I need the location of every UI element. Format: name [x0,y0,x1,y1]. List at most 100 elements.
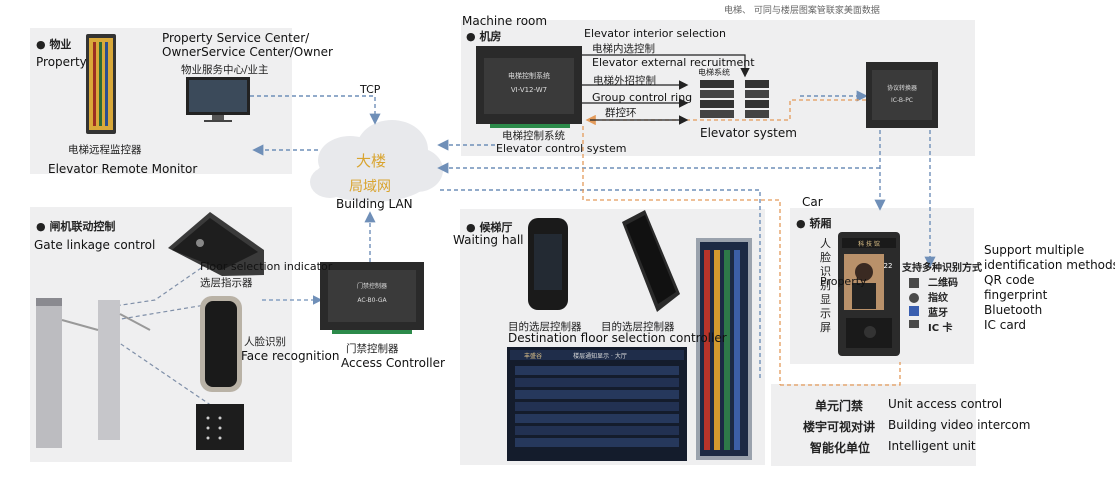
desktop-monitor-device [186,77,250,122]
face-recognition-en: Face recognition [241,349,340,363]
car-face-display-device: 科 技 馆 22 [838,232,900,356]
control-system-cn: 电梯控制系统 [502,130,565,142]
method-fingerprint-cn: 指纹 [928,293,948,304]
ic-card-icon [909,320,919,328]
car-section-title: ● 轿厢 [796,217,832,230]
method-fingerprint-en: fingerprint [984,288,1048,302]
access-controller-device: 门禁控制器 AC-B0-GA [320,262,424,334]
method-ic-card-cn: IC 卡 [928,323,953,334]
floor-selection-indicator-device [168,212,264,276]
group-control-en: Group control ring [592,91,693,104]
machine-room-section-cn: 机房 [479,30,502,43]
tcp-label: TCP [360,83,381,96]
controller-device-label-1: 电梯控制系统 [508,71,550,80]
car-panel-floor: 22 [884,262,893,270]
method-ic-card-en: IC card [984,318,1027,332]
face-display-char: 别 [820,279,831,292]
machine-room-section-title: ● 机房 [466,30,502,43]
external-recruitment-cn: 电梯外招控制 [593,75,656,87]
method-qr-en: QR code [984,273,1035,287]
property-section-cn: 物业 [49,38,72,51]
fingerprint-icon [909,293,919,303]
service-center-en-1: Property Service Center/ [162,31,310,45]
service-center-en-2: OwnerService Center/Owner [162,45,333,59]
external-recruitment-en: Elevator external recruitment [592,56,755,69]
hall-section-en: Waiting hall [453,233,524,247]
face-display-char: 识 [820,265,831,278]
building-lan-cloud [310,120,443,202]
destination-controller-en: Destination floor selection controller [508,331,727,345]
floor-indicator-cn: 选层指示器 [200,277,253,289]
intelligent-unit-en: Intelligent unit [888,439,976,453]
gate-section-cn: 闸机联动控制 [49,220,116,233]
keypad-device [196,404,244,450]
screen-title: 楼层通知显示 · 大厅 [573,352,627,360]
video-intercom-en: Building video intercom [888,418,1031,432]
face-display-char: 屏 [820,321,831,334]
protocol-converter-device: 协议转换器 IC-B-PC [866,62,938,128]
car-panel-brand: 科 技 馆 [858,240,880,248]
access-device-label-2: AC-B0-GA [357,297,387,304]
turnstile-device [36,298,151,448]
gate-section-en: Gate linkage control [34,238,156,252]
elevator-control-system-device: 电梯控制系统 VI-V12-W7 [476,46,582,128]
method-bluetooth-en: Bluetooth [984,303,1043,317]
car-property-en: Property [820,275,867,288]
face-display-char: 示 [820,307,831,320]
lan-en: Building LAN [336,197,413,211]
gate-section-title: ● 闸机联动控制 [36,220,116,233]
face-display-char: 脸 [820,251,831,264]
face-recognition-cn: 人脸识别 [244,336,286,348]
bluetooth-icon [909,306,919,316]
car-section-cn: 轿厢 [809,217,832,230]
access-device-label-1: 门禁控制器 [357,282,387,290]
method-bluetooth-cn: 蓝牙 [928,308,948,319]
keypad-floor-controller-device [528,218,568,310]
elevator-system-cn: 电梯系统 [698,68,730,77]
destination-controller-cn-2: 目的选层控制器 [601,321,675,333]
controller-device-label-2: VI-V12-W7 [511,86,547,94]
top-note: 电梯、 可同与楼层图案管联家美面数据 [724,6,880,16]
service-center-cn: 物业服务中心/业主 [181,64,269,76]
hall-tall-display-device [696,238,752,460]
elevator-system-en: Elevator system [700,126,797,140]
interior-selection-en: Elevator interior selection [584,27,726,40]
lan-cn-1: 大楼 [356,152,387,170]
hall-wide-screen-device: 丰盛谷 楼层通知显示 · 大厅 [507,347,687,461]
tablet-floor-controller-device [622,210,680,312]
qr-code-icon [909,278,919,288]
face-recognition-device [200,296,242,392]
group-control-cn: 群控环 [605,107,637,119]
property-section-title-cn: ● 物业 [36,38,72,51]
destination-controller-cn-1: 目的选层控制器 [508,321,582,333]
lan-cn-2: 局域网 [349,179,391,195]
video-intercom-cn: 楼宇可视对讲 [803,420,876,434]
intelligent-unit-cn: 智能化单位 [810,441,871,455]
face-display-cn: 人 脸 识 别 显 示 屏 [820,237,832,335]
access-controller-en: Access Controller [341,356,445,370]
control-system-en: Elevator control system [496,142,627,155]
converter-label-1: 协议转换器 [887,84,917,92]
converter-label-2: IC-B-PC [891,97,913,104]
hall-section-title: ● 候梯厅 [466,221,513,234]
multi-method-en-1: Support multiple [984,243,1085,257]
screen-logo: 丰盛谷 [524,352,542,360]
unit-panel [771,384,976,466]
interior-selection-cn: 电梯内选控制 [592,43,655,55]
remote-monitor-en: Elevator Remote Monitor [48,162,198,176]
elevator-remote-monitor-device [86,34,116,134]
remote-monitor-cn: 电梯远程监控器 [68,144,142,156]
multi-method-cn: 支持多种识别方式 [902,263,982,274]
unit-access-cn: 单元门禁 [815,399,864,413]
unit-access-en: Unit access control [888,397,1003,411]
access-controller-cn: 门禁控制器 [346,343,399,355]
method-qr-cn: 二维码 [928,278,958,289]
face-display-char: 显 [820,293,831,306]
machine-room-title-en: Machine room [462,14,548,28]
floor-indicator-en: Floor selection indicator [200,260,333,273]
car-title-en: Car [802,195,823,209]
elevator-system-device [700,80,769,118]
multi-method-en-2: identification methods [984,258,1115,272]
